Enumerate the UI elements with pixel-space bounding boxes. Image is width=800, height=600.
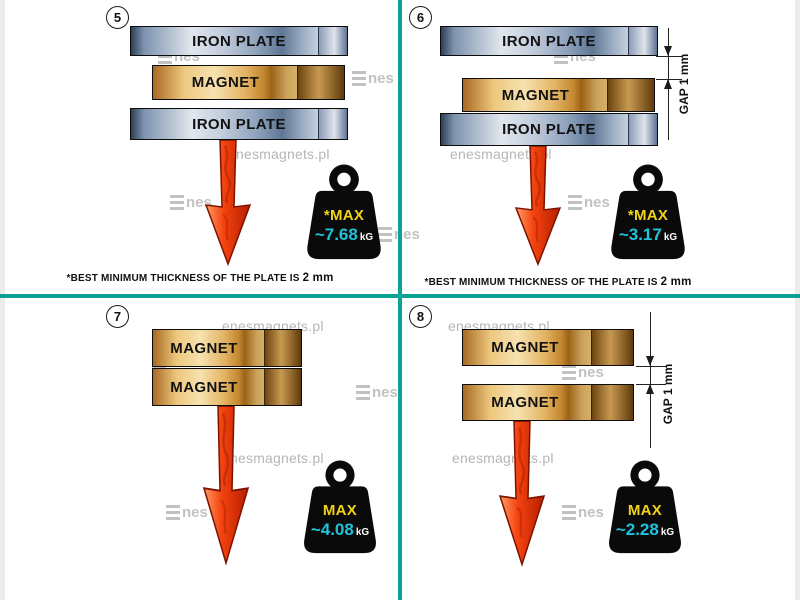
magnet-5: MAGNET xyxy=(152,65,345,100)
enes-logo-icon xyxy=(562,504,576,521)
enes-logo-text: nes xyxy=(578,504,604,521)
enes-logo-text: nes xyxy=(372,384,398,401)
enes-logo-icon xyxy=(562,364,576,381)
gap-label-6: GAP 1 mm xyxy=(677,53,691,115)
enes-logo-icon xyxy=(356,384,370,401)
magnet-bottom-8: MAGNET xyxy=(462,384,634,421)
kettlebell-icon xyxy=(609,460,681,554)
watermark-url: enesmagnets.pl xyxy=(450,146,552,162)
watermark-url: enesmagnets.pl xyxy=(222,450,324,466)
footnote-bold: 2 mm xyxy=(302,272,334,284)
kettlebell-icon xyxy=(307,164,381,260)
gap-dimension-6 xyxy=(656,28,696,140)
magnet-label: MAGNET xyxy=(501,86,570,104)
magnet-label: MAGNET xyxy=(191,74,260,91)
page-edge-left xyxy=(0,0,5,600)
iron-plate-bottom-5: IRON PLATE xyxy=(130,108,348,140)
magnet-label: MAGNET xyxy=(170,339,238,357)
weight-max-label: MAX xyxy=(627,501,663,519)
weight-value: ~4.08 xyxy=(310,519,354,539)
weight-unit: kG xyxy=(355,526,370,538)
magnet-6: MAGNET xyxy=(462,78,655,112)
dimension-arrow-down-icon xyxy=(646,356,654,366)
enes-logo: nes xyxy=(166,504,208,521)
footnote-text: *BEST MINIMUM THICKNESS OF THE PLATE IS xyxy=(424,277,658,288)
enes-logo-text: nes xyxy=(368,70,394,87)
enes-logo: nes xyxy=(352,70,394,87)
iron-plate-bottom-6: IRON PLATE xyxy=(440,113,658,146)
dimension-line xyxy=(650,312,651,448)
kettlebell-icon xyxy=(611,164,685,260)
weight-value: ~2.28 xyxy=(615,519,659,539)
enes-logo: nes xyxy=(562,364,604,381)
panel-7-number: 7 xyxy=(106,305,129,328)
dimension-arrow-up-icon xyxy=(664,79,672,89)
enes-logo-text: nes xyxy=(182,504,208,521)
divider-vertical xyxy=(398,0,402,600)
dimension-arrow-up-icon xyxy=(646,384,654,394)
dimension-arrow-down-icon xyxy=(664,46,672,56)
dimension-tick xyxy=(636,366,666,367)
pull-arrow-5 xyxy=(204,140,252,267)
watermark-url: enesmagnets.pl xyxy=(228,146,330,162)
enes-logo: nes xyxy=(562,504,604,521)
magnet-top-8: MAGNET xyxy=(462,329,634,366)
gap-label-8: GAP 1 mm xyxy=(661,363,675,425)
footnote-text: *BEST MINIMUM THICKNESS OF THE PLATE IS xyxy=(66,273,300,284)
page-edge-right xyxy=(795,0,800,600)
magnet-label: MAGNET xyxy=(491,394,559,411)
iron-plate-top-6: IRON PLATE xyxy=(440,26,658,56)
dimension-tick xyxy=(656,56,682,57)
panel-8-number: 8 xyxy=(409,305,432,328)
iron-plate-top-5: IRON PLATE xyxy=(130,26,348,56)
pull-arrow-7 xyxy=(202,406,250,566)
weight-unit: kG xyxy=(660,526,675,538)
weight-value: ~7.68 xyxy=(314,224,358,244)
iron-plate-label: IRON PLATE xyxy=(502,32,596,50)
iron-plate-label: IRON PLATE xyxy=(192,32,286,50)
pull-arrow-6 xyxy=(514,146,562,267)
magnet-label: MAGNET xyxy=(170,378,238,396)
pull-arrow-8 xyxy=(498,421,546,567)
weight-max-label: MAX xyxy=(322,501,358,519)
enes-logo: nes xyxy=(170,194,212,211)
magnet-label: MAGNET xyxy=(491,339,559,356)
weight-max-label: *MAX xyxy=(627,206,669,224)
enes-logo-icon xyxy=(166,504,180,521)
weight-unit: kG xyxy=(663,231,678,243)
panel-6-number: 6 xyxy=(409,6,432,29)
weight-max-label: *MAX xyxy=(323,206,365,224)
enes-logo-icon xyxy=(568,194,582,211)
enes-logo: nes xyxy=(568,194,610,211)
weight-unit: kG xyxy=(359,231,374,243)
enes-logo-text: nes xyxy=(578,364,604,381)
panel-5-number: 5 xyxy=(106,6,129,29)
enes-logo-icon xyxy=(170,194,184,211)
gap-dimension-8 xyxy=(636,312,680,448)
enes-logo: nes xyxy=(356,384,398,401)
enes-logo-icon xyxy=(352,70,366,87)
enes-logo-text: nes xyxy=(584,194,610,211)
kettlebell-icon xyxy=(304,460,376,554)
enes-logo-text: nes xyxy=(186,194,212,211)
iron-plate-label: IRON PLATE xyxy=(502,121,596,138)
magnet-top-7: MAGNET xyxy=(152,329,302,367)
enes-logo-icon xyxy=(378,226,392,243)
iron-plate-label: IRON PLATE xyxy=(192,115,286,133)
weight-value: ~3.17 xyxy=(618,224,662,244)
magnet-bottom-7: MAGNET xyxy=(152,368,302,406)
footnote-bold: 2 mm xyxy=(660,276,692,288)
